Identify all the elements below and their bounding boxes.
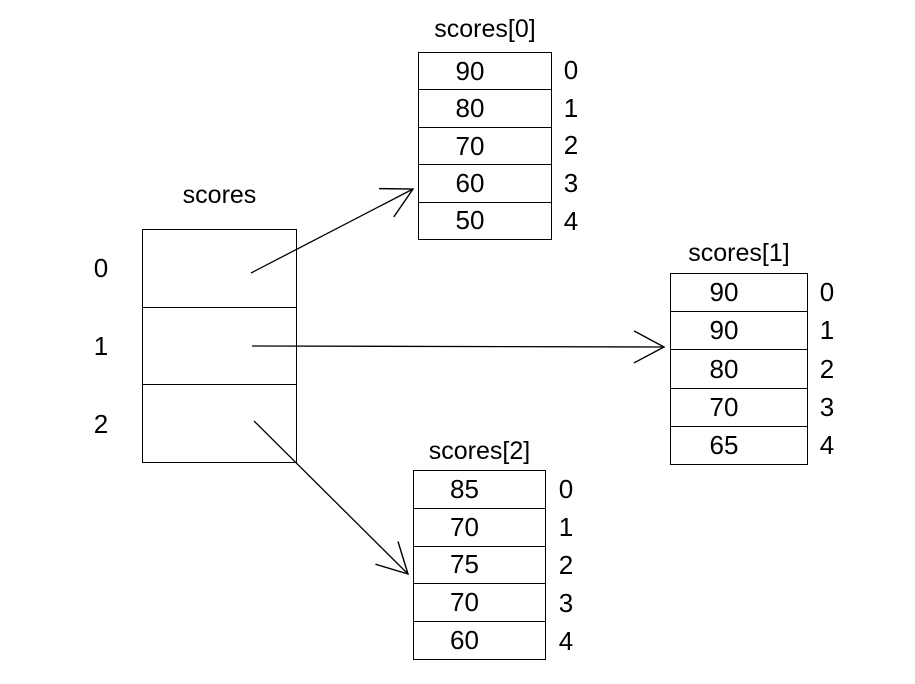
subarray-2-table: 85 70 75 70 60 [413,470,546,660]
subarray-2-value: 60 [414,621,545,659]
main-array-box [142,229,297,463]
subarray-1-value: 70 [671,387,807,426]
subarray-2-index-label: 4 [558,625,574,656]
main-array-cell-1 [143,306,296,385]
subarray-2-index-label: 3 [558,587,574,618]
main-array-cell-0 [143,230,296,307]
subarray-2-index-label: 1 [558,511,574,542]
subarray-0-index-label: 2 [563,130,579,161]
subarray-0-value: 80 [419,89,551,126]
subarray-1-index-label: 1 [819,315,835,346]
subarray-1-value: 90 [671,311,807,349]
subarray-2-value: 75 [414,545,545,584]
subarray-0-index-label: 3 [563,168,579,199]
subarray-1-index-label: 2 [819,353,835,384]
subarray-1-value: 90 [709,277,739,308]
subarray-1-index-column: 0 1 2 3 4 [812,273,842,465]
subarray-0-value: 70 [419,126,551,164]
subarray-1-index-label: 3 [819,391,835,422]
main-array-index-label: 0 [93,252,109,283]
subarray-2-value: 85 [450,473,479,504]
subarray-2-value: 70 [414,583,545,621]
subarray-0-index-label: 4 [563,205,579,236]
subarray-1-value: 80 [671,349,807,387]
subarray-0-table: 90 80 70 60 50 [418,52,552,240]
main-array-index-label: 1 [93,330,109,361]
subarray-1-index-label: 4 [819,430,835,461]
subarray-0-value: 90 [455,55,485,86]
subarray-0-index-column: 0 1 2 3 4 [556,52,586,240]
subarray-2-index-label: 2 [558,549,574,580]
arrow-to-scores1 [251,330,666,364]
main-array-index-label: 2 [93,408,109,439]
subarray-0-index-label: 0 [563,55,579,86]
subarray-1-value: 65 [671,425,807,464]
subarray-0-index-label: 1 [563,92,579,123]
main-array-title: scores [182,181,257,209]
subarray-0-value: 60 [419,164,551,201]
main-array-cell-2 [143,384,296,462]
subarray-2-value: 70 [414,507,545,546]
subarray-0-title: scores[0] [434,15,536,43]
subarray-1-table: 90 90 80 70 65 [670,273,808,465]
subarray-2-index-column: 0 1 2 3 4 [551,470,581,660]
subarray-1-title: scores[1] [688,239,790,267]
subarray-1-index-label: 0 [819,276,835,307]
subarray-2-index-label: 0 [558,473,574,504]
subarray-2-title: scores[2] [428,437,531,465]
subarray-0-value: 50 [419,201,551,239]
main-array-index-column: 0 1 2 [86,229,116,463]
